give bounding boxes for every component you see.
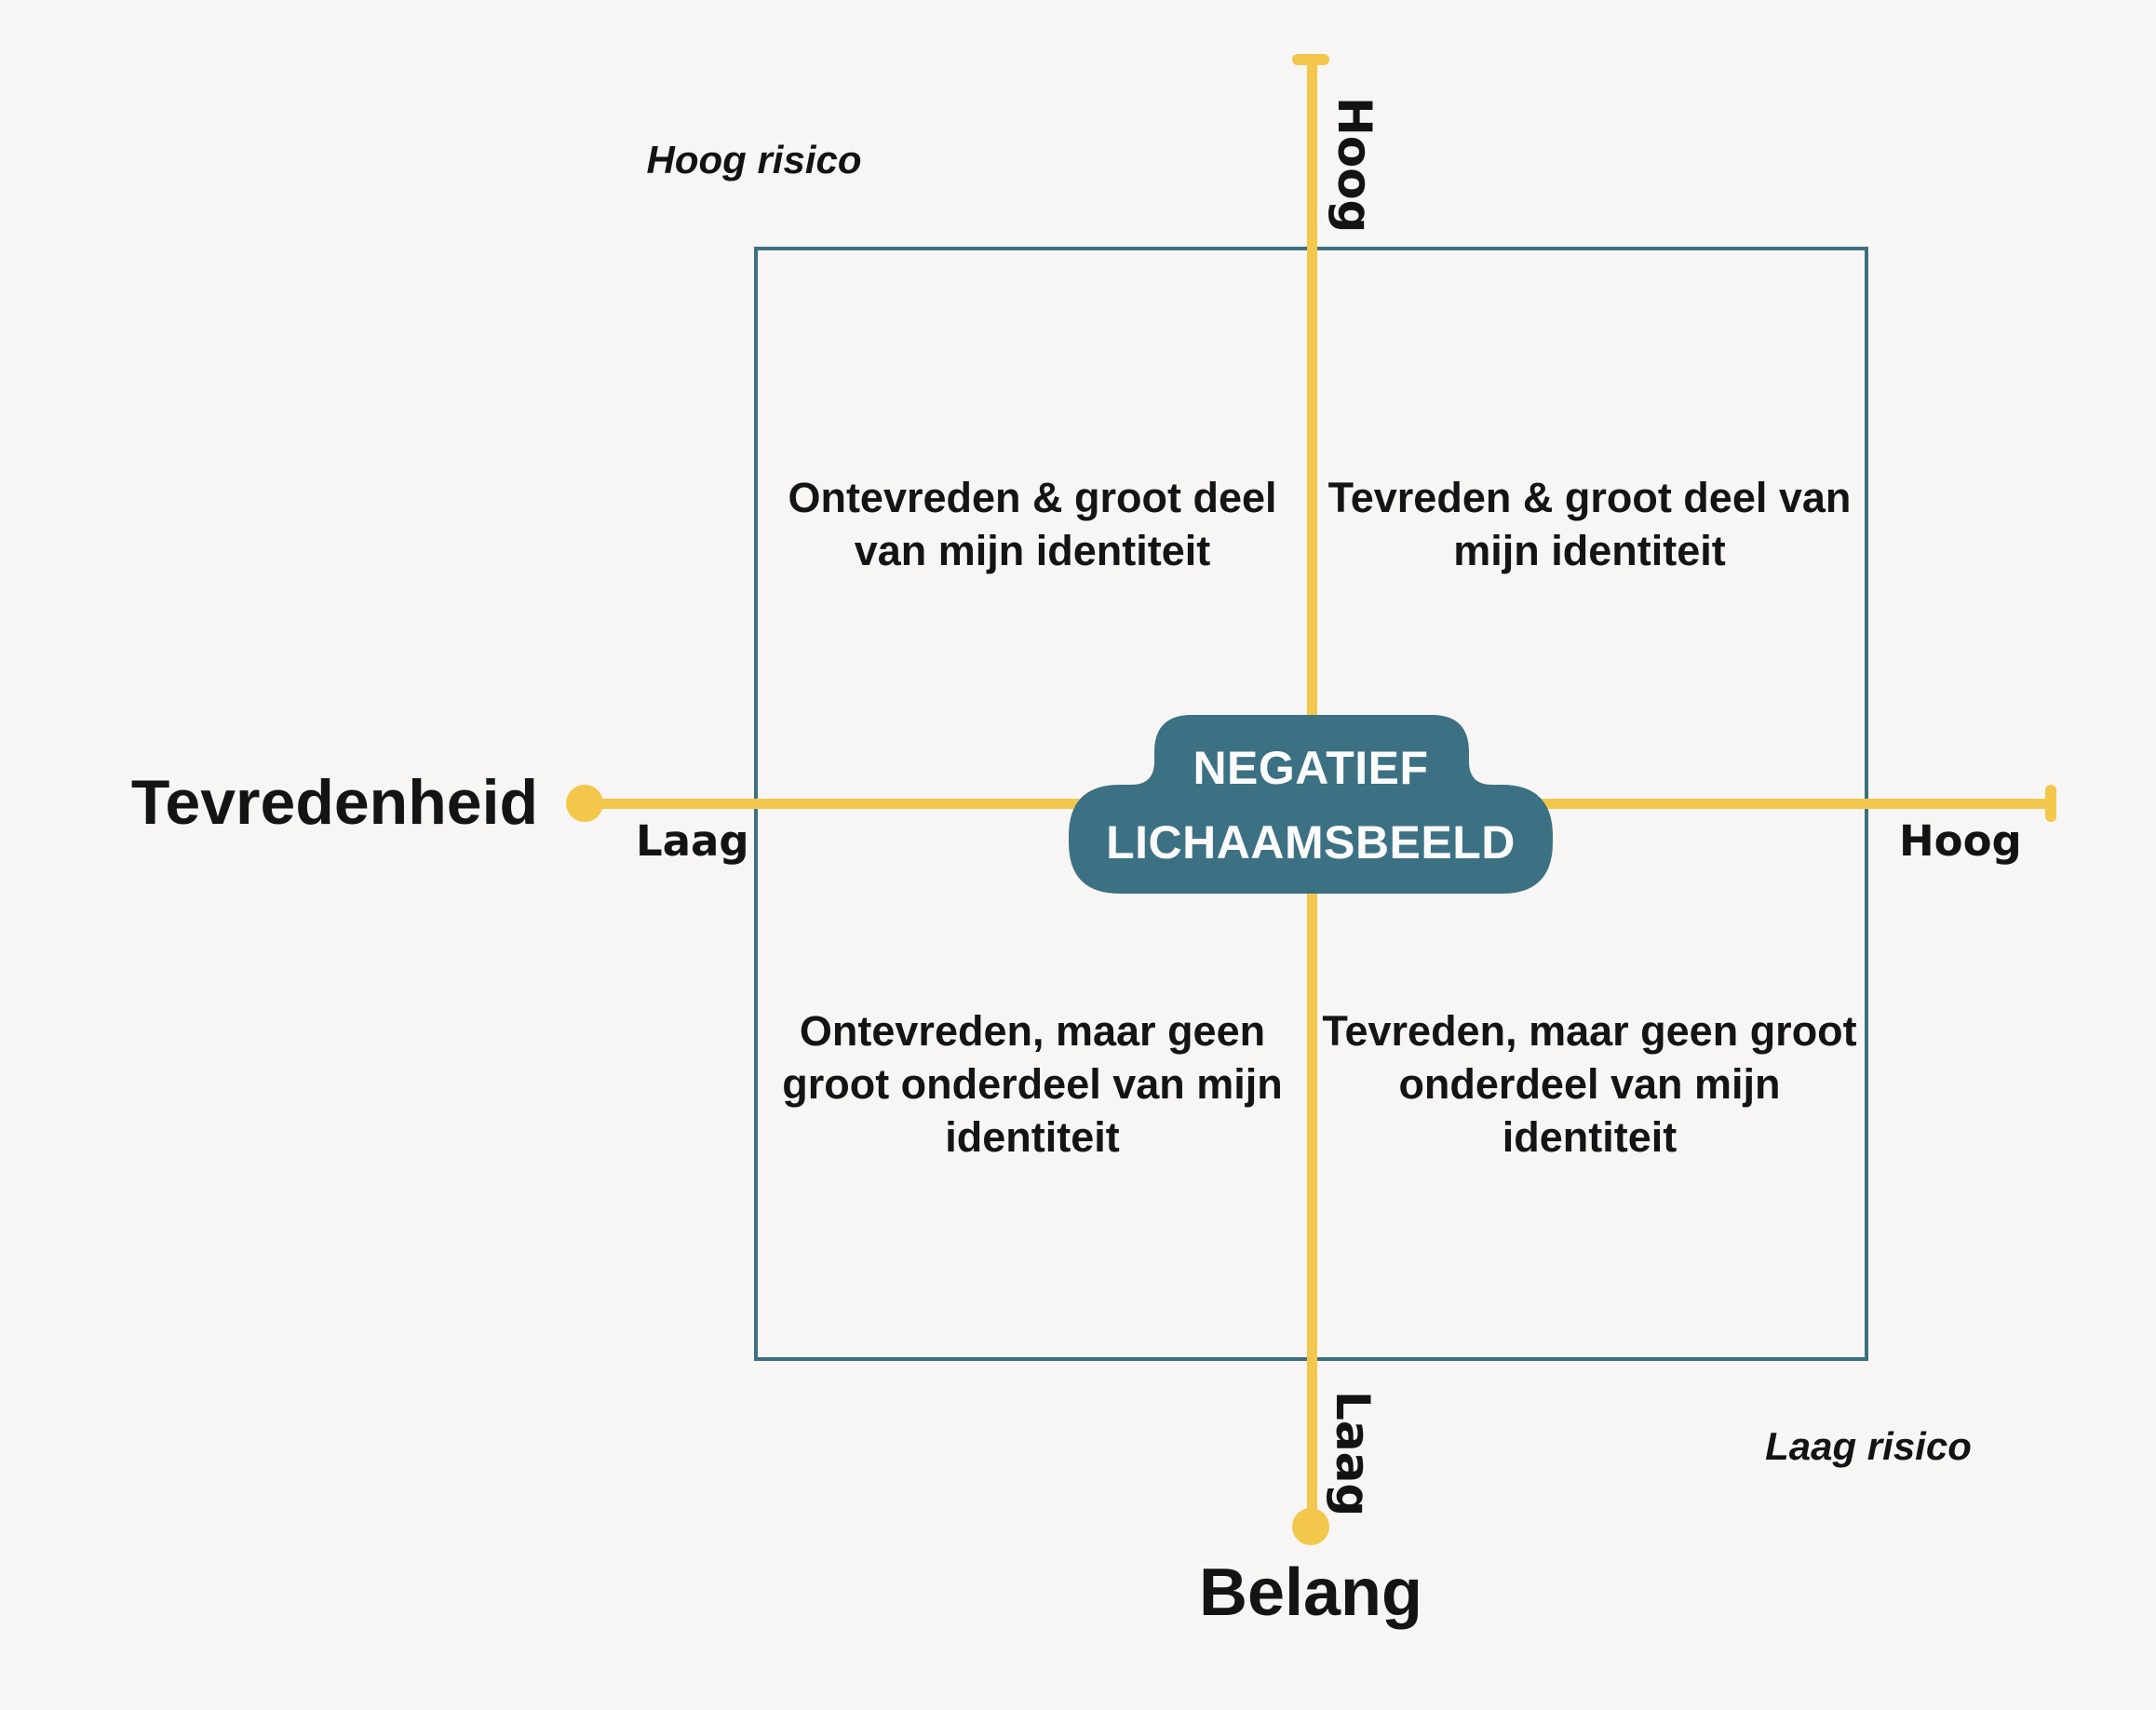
quadrant-top-left-label: Ontevreden & groot deel van mijn identit…: [788, 474, 1277, 574]
x-axis-title: Tevredenheid: [130, 767, 538, 838]
y-axis-max-label: Hoog: [1327, 97, 1381, 234]
x-axis-min-label: Laag: [636, 816, 749, 866]
high-risk-note: Hoog risico: [646, 138, 862, 182]
quadrant-bottom-left-label: Ontevreden, maar geen groot onderdeel va…: [782, 1007, 1283, 1161]
y-axis-start-dot-icon: [1292, 1508, 1329, 1545]
x-axis-start-dot-icon: [566, 785, 603, 822]
quadrant-top-right-label: Tevreden & groot deel van mijn identitei…: [1327, 474, 1852, 574]
y-axis-end-cap: [1292, 54, 1329, 65]
quadrant-bottom-right-label: Tevreden, maar geen groot onderdeel van …: [1322, 1007, 1857, 1161]
x-axis-end-cap: [2045, 785, 2056, 822]
x-axis-max-label: Hoog: [1899, 816, 2022, 866]
center-shape: NEGATIEF LICHAAMSBEELD: [1050, 696, 1571, 912]
y-axis-min-label: Laag: [1326, 1391, 1380, 1517]
low-risk-note: Laag risico: [1765, 1424, 1972, 1468]
center-title: NEGATIEF LICHAAMSBEELD: [1106, 742, 1516, 868]
y-axis-title: Belang: [1198, 1555, 1423, 1630]
cloud-shape-icon: [1069, 715, 1553, 894]
